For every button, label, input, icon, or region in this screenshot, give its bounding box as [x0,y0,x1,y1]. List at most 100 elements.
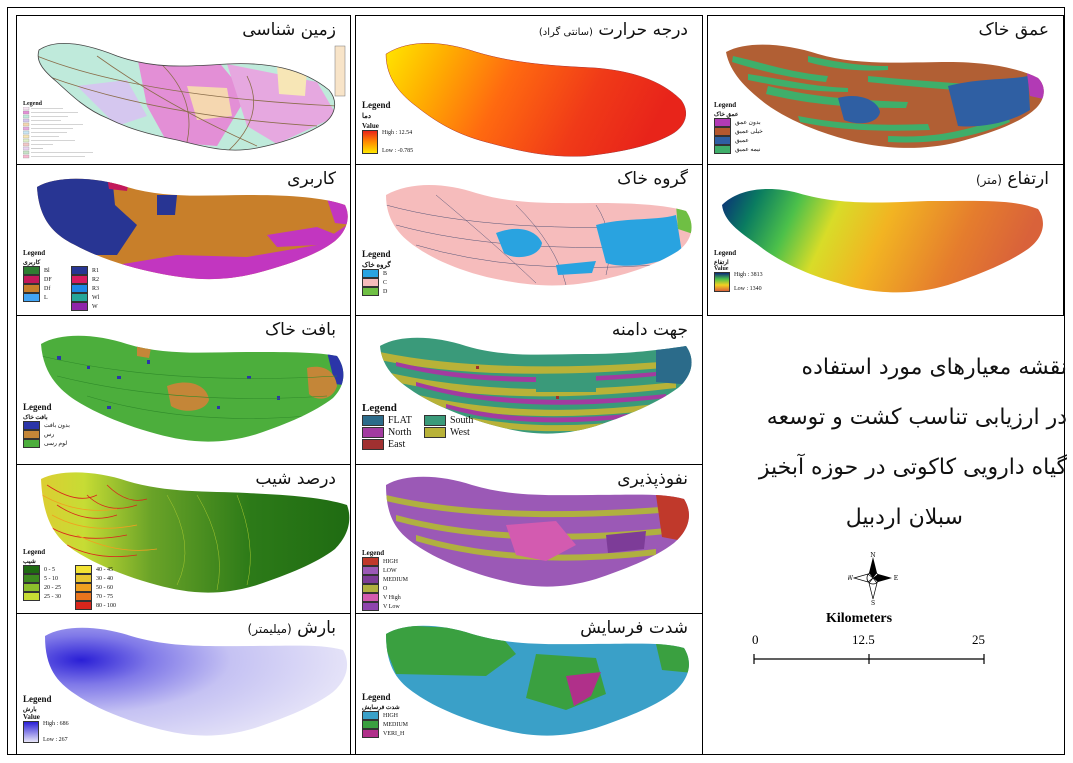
legend-swatch [71,266,88,275]
legend-item: V High [362,593,408,602]
ramp-low: Low : 267 [43,737,68,743]
legend-label: West [450,426,470,438]
panel-title: ارتفاع (متر) [976,169,1049,189]
legend-item: 30 - 40 [75,574,121,583]
legend-swatch [23,421,40,430]
legend-label: North [388,426,412,438]
legend-item: Bl [23,266,65,275]
legend-label: VERI_H [383,730,405,737]
legend-subtitle: عمق خاک [714,112,739,118]
legend-item: 50 - 60 [75,583,121,592]
legend-item [424,438,484,450]
legend-title: Legend [23,694,52,704]
slope-map [41,472,350,593]
legend-swatch [362,287,379,296]
geology-legend-swatches [22,106,93,159]
panel-geology: زمین شناسی Legend [16,15,351,165]
legend-swatch [362,438,384,450]
heading-line-3: گیاه دارویی کاکوتی در حوزه آبخیز [758,455,1067,480]
legend-swatch [362,602,379,611]
legend-subtitle: گروه خاک [362,261,391,269]
legend-label: 30 - 40 [96,575,113,582]
legend-item: 5 - 10 [23,574,69,583]
legend-label: B [383,270,388,277]
scale-tick-1: 12.5 [852,632,875,647]
legend-value-label: Value [23,713,40,721]
west-label: W [848,575,854,582]
panel-rainfall: بارش (میلیمتر) Legend بارش Value High : … [16,613,351,755]
legend-label: 70 - 75 [96,593,113,600]
title-text: ارتفاع [1007,169,1049,189]
legend-title: Legend [714,249,737,257]
panel-title: جهت دامنه [611,320,688,340]
legend-swatch [362,566,379,575]
legend-label: Bl [44,267,50,274]
legend-item: نیمه عمیق [714,145,763,154]
legend-item: South [424,414,484,426]
legend-swatch [71,275,88,284]
legend-item: W [71,302,113,311]
legend-label: L [44,294,48,301]
legend-swatch [362,711,379,720]
legend-item: 70 - 75 [75,592,121,601]
legend-item: HIGH [362,711,408,720]
legend-item: East [362,438,424,450]
legend-title: Legend [714,101,737,109]
legend-item: عمیق [714,136,763,145]
legend-swatch [23,293,40,302]
panel-title: گروه خاک [617,169,688,189]
legend-subtitle: کاربری [23,260,41,266]
ramp-high: High : 12.54 [382,130,413,136]
legend-swatch [362,269,379,278]
title-unit: (سانتی گراد) [538,27,593,38]
legend-item: لوم رسی [23,439,70,448]
legend-label: O [383,585,388,592]
legend-item: O [362,584,408,593]
east-label: E [894,575,898,582]
legend-label: لوم رسی [44,441,68,447]
ramp-low: Low : -0.785 [382,148,414,154]
legend-swatch [71,302,88,311]
legend-item [23,601,69,610]
legend-swatch [362,729,379,738]
legend-label: C [383,279,388,286]
legend-item: بدون عمق [714,118,763,127]
legend-label: بدون عمق [735,120,761,126]
legend-item: HIGH [362,557,408,566]
legend-label: نیمه عمیق [735,147,761,153]
legend-title: Legend [362,549,385,557]
legend-label: R3 [92,285,100,292]
panel-title: زمین شناسی [242,20,336,40]
legend-swatch [362,720,379,729]
texture-map [41,335,344,442]
legend-item: Df [23,284,65,293]
legend-item: R2 [71,275,113,284]
temperature-map [385,43,687,157]
legend-label: HIGH [383,558,398,565]
legend-title: Legend [23,101,43,107]
legend-subtitle: دما [362,112,371,120]
title-text: بارش [297,618,336,638]
legend-swatch [23,266,40,275]
legend-item: V Low [362,602,408,611]
legend-item: R1 [71,266,113,275]
legend-swatch [362,426,384,438]
legend-value-label: Value [362,122,379,130]
scale-tick-2: 25 [972,632,985,647]
legend-subtitle: بافت خاک [23,415,48,421]
legend-swatch [362,557,379,566]
legend-label: 0 - 5 [44,566,55,573]
legend-item: D [362,287,391,296]
legend-swatch [23,565,40,574]
legend-title: Legend [23,548,46,556]
legend-swatch [23,275,40,284]
legend-subtitle: بارش [23,707,37,713]
legend-item: 40 - 45 [75,565,121,574]
panel-title: شدت فرسایش [580,618,688,638]
